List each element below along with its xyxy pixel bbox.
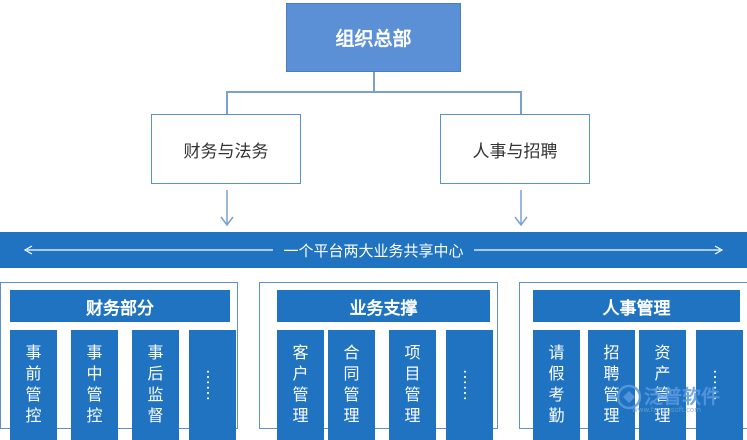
column-mid-control: 事 中 管 控 bbox=[71, 330, 118, 440]
col-char: 合 bbox=[343, 343, 360, 362]
col-char: 事 bbox=[25, 343, 42, 362]
ellipsis: …… bbox=[710, 369, 729, 401]
arrow-down-icon bbox=[220, 190, 234, 227]
col-char: 管 bbox=[404, 385, 421, 404]
column-project: 项 目 管 理 bbox=[389, 330, 436, 440]
column-contract: 合 同 管 理 bbox=[328, 330, 375, 440]
col-char: 监 bbox=[147, 385, 164, 404]
connector-right-down bbox=[520, 91, 522, 114]
column-leave-attendance: 请 假 考 勤 bbox=[533, 330, 580, 440]
watermark-url: www.fanpusoft.com bbox=[632, 406, 702, 414]
col-char: 事 bbox=[147, 343, 164, 362]
panel-finance: 财务部分 事 前 管 控 事 中 管 控 事 后 监 督 …… bbox=[0, 282, 238, 440]
col-char: 管 bbox=[25, 385, 42, 404]
col-char: 产 bbox=[654, 364, 671, 383]
col-char: 理 bbox=[343, 406, 360, 425]
col-char: 理 bbox=[292, 406, 309, 425]
col-char: 理 bbox=[603, 406, 620, 425]
col-char: 请 bbox=[548, 343, 565, 362]
col-char: 管 bbox=[654, 385, 671, 404]
panel-hr: 人事管理 请 假 考 勤 招 聘 管 理 资 产 管 理 …… bbox=[519, 282, 747, 440]
col-char: 管 bbox=[343, 385, 360, 404]
org-headquarters-box: 组织总部 bbox=[286, 3, 461, 72]
col-char: 后 bbox=[147, 364, 164, 383]
col-char: 客 bbox=[292, 343, 309, 362]
col-char: 目 bbox=[404, 364, 421, 383]
col-char: 聘 bbox=[603, 364, 620, 383]
col-char: 事 bbox=[86, 343, 103, 362]
col-char: 中 bbox=[86, 364, 103, 383]
col-char: 考 bbox=[548, 385, 565, 404]
col-char: 同 bbox=[343, 364, 360, 383]
shared-center-banner: 一个平台两大业务共享中心 bbox=[0, 232, 747, 268]
col-char: 前 bbox=[25, 364, 42, 383]
ellipsis: …… bbox=[203, 369, 222, 401]
ellipsis: …… bbox=[460, 369, 479, 401]
col-char: 勤 bbox=[548, 406, 565, 425]
col-char: 督 bbox=[147, 406, 164, 425]
panel-title: 人事管理 bbox=[533, 290, 740, 322]
col-char: 管 bbox=[603, 385, 620, 404]
watermark: 泛普软件 www.fanpusoft.com bbox=[612, 380, 747, 420]
finance-legal-box: 财务与法务 bbox=[151, 114, 301, 184]
column-more: …… bbox=[696, 330, 743, 440]
panel-business-support: 业务支撑 客 户 管 理 合 同 管 理 项 目 管 理 …… bbox=[259, 282, 498, 440]
column-asset: 资 产 管 理 bbox=[639, 330, 686, 440]
col-char: 招 bbox=[603, 343, 620, 362]
column-more: …… bbox=[189, 330, 236, 440]
col-char: 控 bbox=[86, 406, 103, 425]
connector-horizontal bbox=[226, 91, 522, 93]
col-char: 管 bbox=[292, 385, 309, 404]
col-char: 管 bbox=[86, 385, 103, 404]
org-title: 组织总部 bbox=[335, 28, 412, 50]
arrow-right-icon bbox=[473, 245, 723, 255]
hr-recruit-box: 人事与招聘 bbox=[440, 114, 590, 184]
col-char: 理 bbox=[654, 406, 671, 425]
arrow-down-icon bbox=[514, 190, 528, 227]
hr-recruit-label: 人事与招聘 bbox=[472, 141, 558, 162]
panel-title: 业务支撑 bbox=[277, 290, 490, 322]
col-char: 项 bbox=[404, 343, 421, 362]
col-char: 户 bbox=[292, 364, 309, 383]
watermark-brand: 泛普软件 bbox=[644, 386, 721, 408]
column-post-supervision: 事 后 监 督 bbox=[132, 330, 179, 440]
col-char: 控 bbox=[25, 406, 42, 425]
column-pre-control: 事 前 管 控 bbox=[10, 330, 57, 440]
banner-text: 一个平台两大业务共享中心 bbox=[283, 241, 464, 260]
finance-legal-label: 财务与法务 bbox=[183, 141, 269, 162]
connector-left-down bbox=[226, 91, 228, 114]
connector-vertical-top bbox=[373, 72, 375, 92]
col-char: 假 bbox=[548, 364, 565, 383]
column-more: …… bbox=[446, 330, 493, 440]
arrow-left-icon bbox=[24, 245, 274, 255]
brand-logo-icon bbox=[616, 384, 642, 410]
col-char: 理 bbox=[404, 406, 421, 425]
panel-title: 财务部分 bbox=[10, 290, 230, 322]
col-char: 资 bbox=[654, 343, 671, 362]
column-customer: 客 户 管 理 bbox=[277, 330, 324, 440]
